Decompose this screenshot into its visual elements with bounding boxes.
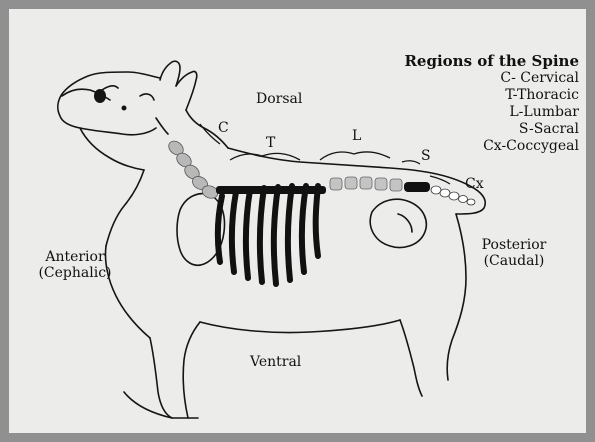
lumbar-vertebrae (330, 177, 402, 191)
legend-item-cervical: C- Cervical (404, 70, 579, 87)
legend-item-coccygeal: Cx-Coccygeal (404, 138, 579, 155)
dog-ear-left-outline (160, 61, 180, 86)
label-posterior: Posterior (Caudal) (474, 237, 554, 269)
region-label-cx: Cx (465, 176, 484, 192)
region-label-c: C (218, 120, 229, 136)
spine-regions-legend: Regions of the Spine C- Cervical T-Thora… (404, 52, 579, 155)
bracket-c (200, 124, 220, 144)
region-label-l: L (352, 128, 361, 144)
dog-head-outline (58, 72, 160, 135)
dog-eye (122, 106, 127, 111)
dog-rear-leg-outline (447, 214, 466, 380)
label-ventral: Ventral (250, 354, 301, 370)
bracket-l (320, 152, 390, 160)
region-label-t: T (266, 135, 275, 151)
dog-front-leg-outline (150, 338, 172, 418)
bracket-s (402, 161, 420, 164)
dog-belly-outline (200, 320, 400, 333)
thoracic-vertebrae (216, 186, 326, 194)
legend-item-thoracic: T-Thoracic (404, 87, 579, 104)
dog-neck-front-outline (106, 170, 144, 246)
label-anterior-sub: (Cephalic) (30, 265, 120, 281)
label-posterior-main: Posterior (474, 237, 554, 253)
legend-item-sacral: S-Sacral (404, 121, 579, 138)
dog-front-leg-inner-outline (183, 322, 200, 418)
legend-item-lumbar: L-Lumbar (404, 104, 579, 121)
label-dorsal: Dorsal (256, 91, 302, 107)
label-anterior-main: Anterior (30, 249, 120, 265)
label-posterior-sub: (Caudal) (474, 253, 554, 269)
sacral-vertebrae (404, 182, 430, 192)
dog-hip-outline (370, 199, 426, 247)
cervical-vertebrae (166, 138, 220, 200)
thoracic-ribs (218, 186, 318, 284)
dog-nose (94, 89, 106, 103)
label-anterior: Anterior (Cephalic) (30, 249, 120, 281)
legend-title: Regions of the Spine (404, 52, 579, 70)
